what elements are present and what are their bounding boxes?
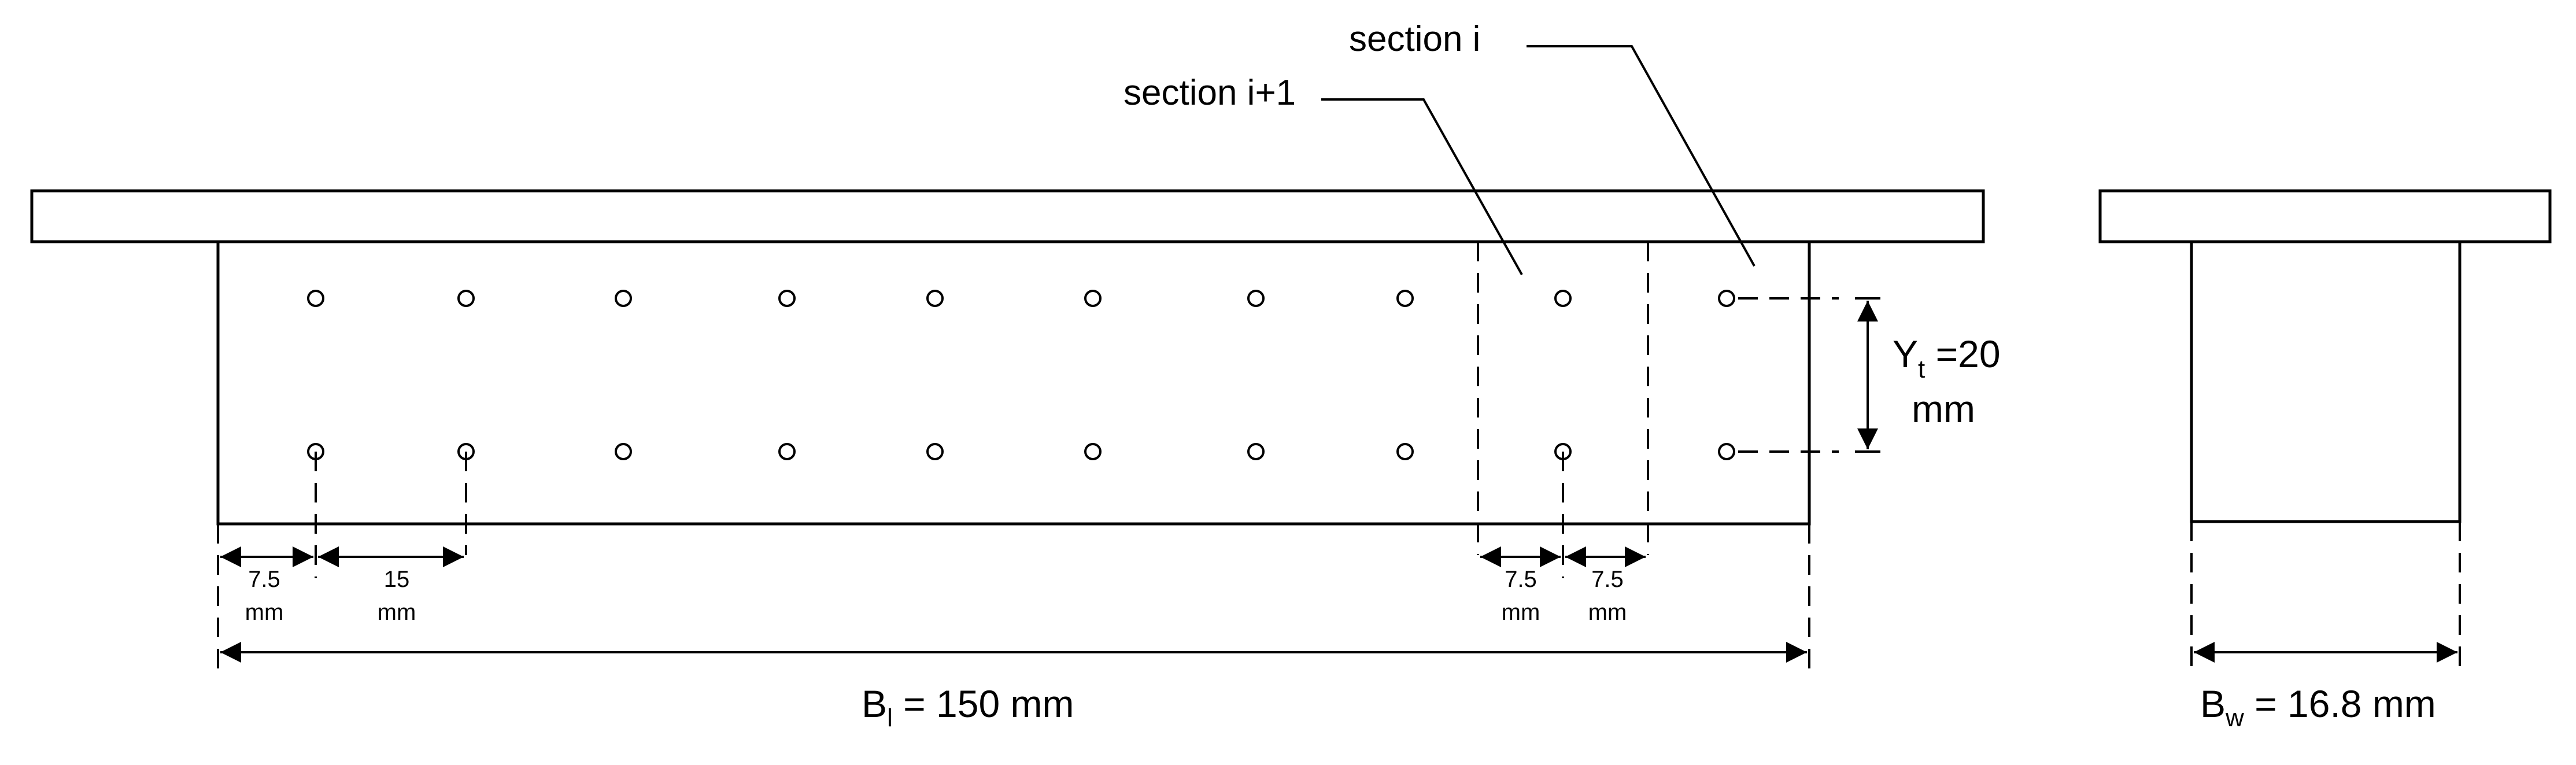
yt-sub: t [1918,355,1925,383]
hole-marker [457,290,475,307]
yt-label: Yt =20 [1893,332,2001,383]
cross-section [2098,189,2552,671]
hole-marker [778,290,796,307]
bw-value: = 16.8 mm [2244,682,2436,725]
sensor-holes [307,290,1735,460]
dim-15-value: 15 [384,567,410,592]
dim-7-5-b-unit: mm [1588,600,1627,625]
hole-marker [615,290,632,307]
section-i-plus-1-leader [1321,98,1523,275]
bw-label: Bw = 16.8 mm [2200,682,2436,732]
extension-lines [217,452,1810,671]
yt-leaders [1738,297,1880,453]
dim-7-5-b-value: 7.5 [1591,567,1624,592]
bl-main: B [862,682,887,725]
web-long [216,240,1811,526]
dim-7-5-a-value: 7.5 [1505,567,1537,592]
dim-7-5-left-value: 7.5 [248,567,280,592]
hole-marker [778,443,796,460]
hole-marker [1718,290,1735,307]
yt-main: Y [1893,332,1918,375]
hole-marker [1554,290,1572,307]
bl-sub: l [887,704,893,732]
section-lines [1477,242,1649,555]
hole-marker [1084,443,1102,460]
section-i-label: section i [1349,19,1480,59]
hole-marker [307,290,324,307]
section-i-plus-1-label: section i+1 [1123,73,1296,113]
web-cross [2190,242,2462,523]
hole-marker [615,443,632,460]
bl-value: = 150 mm [893,682,1074,725]
bl-label: Bl = 150 mm [862,682,1074,732]
yt-unit: mm [1912,387,1975,430]
dim-15-unit: mm [378,600,416,625]
dim-7-5-left-unit: mm [245,600,284,625]
longitudinal-beam [30,189,1985,526]
dim-7-5-a-unit: mm [1502,600,1540,625]
hole-marker [1247,290,1265,307]
bw-main: B [2200,682,2226,725]
section-i-leader [1527,45,1755,267]
hole-marker [1396,290,1414,307]
hole-marker [926,290,944,307]
flange-top-cross [2098,189,2552,243]
hole-marker [926,443,944,460]
flange-top-long [30,189,1985,243]
hole-marker [1247,443,1265,460]
hole-marker [1718,443,1735,460]
section-leaders [1321,45,1755,275]
bw-sub: w [2225,704,2244,732]
yt-value: =20 [1925,332,2000,375]
hole-marker [1396,443,1414,460]
hole-marker [1084,290,1102,307]
